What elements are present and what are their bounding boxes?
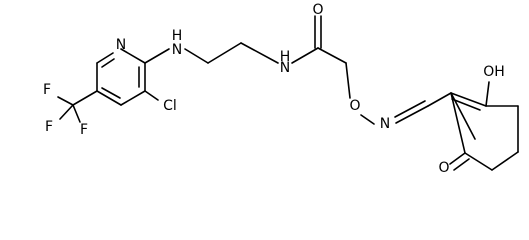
bond xyxy=(101,87,121,99)
bond xyxy=(240,42,279,64)
bond xyxy=(394,100,426,118)
fluorine-label: F xyxy=(45,119,53,135)
fluorine-label: F xyxy=(43,82,51,98)
ether-oxygen-label: O xyxy=(349,98,360,114)
amide-hydrogen-label: H xyxy=(280,49,291,65)
pyridine-nitrogen-label: N xyxy=(116,37,126,53)
amine-nitrogen-label: N xyxy=(172,42,182,58)
bonds xyxy=(57,15,519,171)
bond xyxy=(485,81,490,107)
bond xyxy=(451,98,481,111)
carbonyl-oxygen-label: O xyxy=(312,2,323,18)
bond xyxy=(96,90,122,106)
bond xyxy=(453,158,470,171)
bond xyxy=(450,92,466,154)
hydroxyl-label: OH xyxy=(483,64,505,80)
bond xyxy=(291,47,319,64)
bond xyxy=(120,48,146,64)
bond xyxy=(427,92,452,107)
bond xyxy=(144,48,170,64)
bond xyxy=(120,90,146,106)
chemical-structure-diagram: N H N H N O O N OH O Cl F F F xyxy=(43,2,519,176)
chlorine-label: Cl xyxy=(163,98,177,114)
bond xyxy=(345,62,351,99)
bond xyxy=(59,104,74,120)
bond xyxy=(101,58,115,68)
bond xyxy=(57,96,74,106)
bond xyxy=(450,92,487,107)
bond xyxy=(360,114,375,125)
bond xyxy=(449,152,466,165)
bond xyxy=(184,48,209,64)
oxime-nitrogen-label: N xyxy=(380,116,390,132)
bond xyxy=(72,90,98,106)
fluorine-label: F xyxy=(80,122,88,138)
bond xyxy=(144,90,159,101)
bond xyxy=(317,47,347,64)
ketone-oxygen-label: O xyxy=(438,160,449,176)
bond xyxy=(491,151,519,171)
bond xyxy=(207,42,242,64)
amine-hydrogen-label: H xyxy=(172,28,183,44)
amide-nitrogen-label: N xyxy=(280,60,290,76)
bond xyxy=(450,92,476,140)
bond xyxy=(96,52,114,64)
atom-labels: N H N H N O O N OH O Cl F F F xyxy=(43,2,505,176)
bond xyxy=(72,104,81,123)
bond xyxy=(395,105,429,124)
bond xyxy=(464,152,493,171)
